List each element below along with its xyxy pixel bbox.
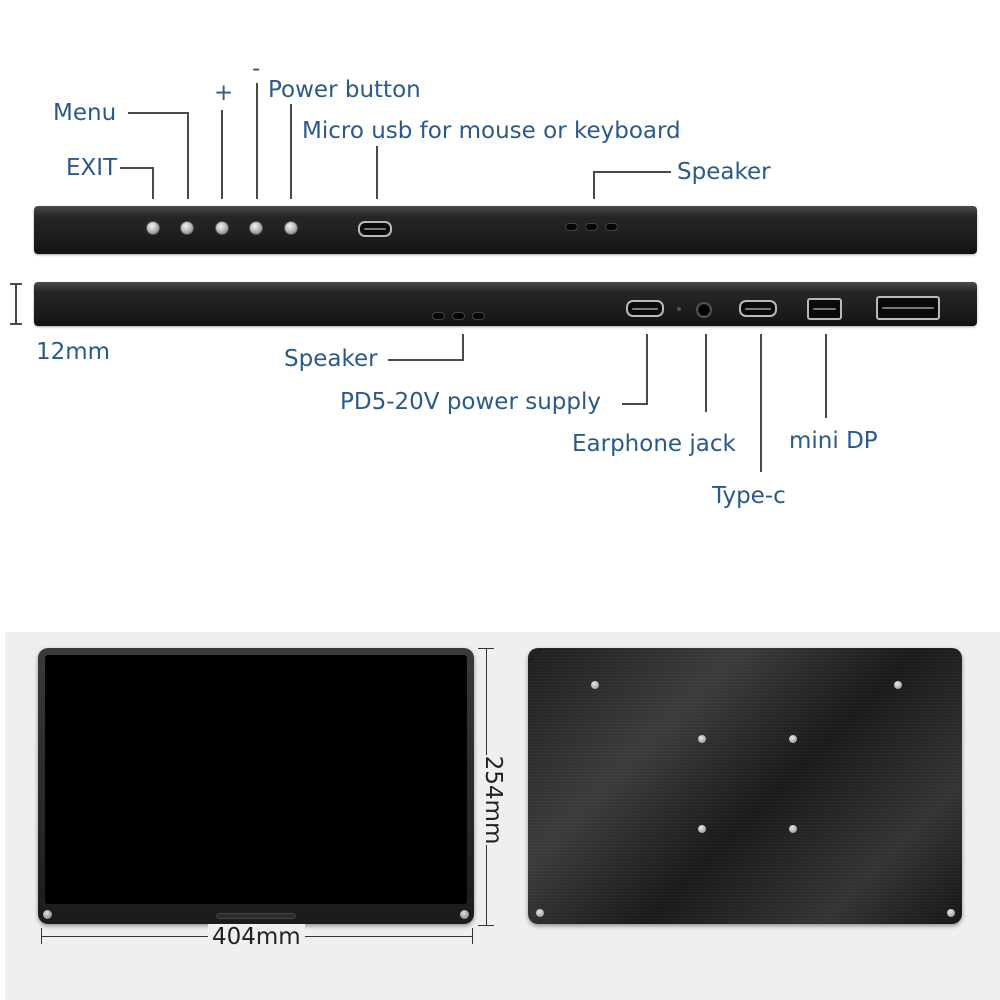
thickness-marker-cap (10, 283, 22, 285)
thickness-label: 12mm (36, 339, 111, 365)
width-dimension-label: 404mm (208, 924, 305, 950)
speaker-top-leader-line (593, 171, 671, 173)
hdmi-port-icon (876, 296, 940, 320)
speaker-bottom-leader-line (388, 359, 464, 361)
exit-leader-line (120, 167, 154, 169)
menu-button-icon (180, 221, 194, 235)
monitor-front-view (38, 648, 474, 924)
power-button-label: Power button (268, 77, 421, 103)
minus-label: - (252, 56, 261, 82)
mini-dp-port-icon (807, 298, 842, 320)
pd-power-leader-line (622, 403, 648, 405)
pd-power-label: PD5-20V power supply (340, 389, 601, 415)
top-edge-view (34, 206, 977, 254)
vesa-screw-icon (789, 825, 797, 833)
height-dimension-cap (478, 925, 494, 926)
usb-c-port-icon (739, 300, 777, 317)
vesa-screw-icon (698, 825, 706, 833)
power-button-icon (284, 221, 298, 235)
speaker-top-leader-line (593, 171, 595, 199)
monitor-back-view (528, 648, 962, 924)
speaker-hole-icon (432, 312, 445, 320)
mini-dp-label: mini DP (789, 428, 878, 454)
earphone-jack-icon (696, 302, 712, 318)
width-dimension-cap (472, 928, 473, 944)
menu-leader-line (187, 112, 189, 199)
screw-icon (43, 910, 52, 919)
plus-label: + (214, 80, 234, 106)
menu-leader-line (128, 112, 189, 114)
usb-c-power-port-icon (626, 300, 664, 317)
speaker-hole-icon (585, 223, 598, 231)
screw-icon (894, 681, 902, 689)
screw-icon (536, 909, 544, 917)
bezel-notch (216, 913, 296, 919)
minus-leader-line (256, 83, 258, 199)
screw-icon (591, 681, 599, 689)
micro-usb-label: Micro usb for mouse or keyboard (302, 118, 681, 144)
height-dimension-cap (478, 648, 494, 649)
exit-button-icon (146, 221, 160, 235)
screw-icon (460, 910, 469, 919)
micro-usb-leader-line (376, 146, 378, 199)
speaker-bottom-label: Speaker (284, 346, 378, 372)
speaker-bottom-leader-line (462, 334, 464, 361)
speaker-hole-icon (472, 312, 485, 320)
pd-power-leader-line (646, 334, 648, 405)
vesa-screw-icon (698, 735, 706, 743)
thickness-marker-cap (10, 323, 22, 325)
type-c-label: Type-c (712, 483, 786, 509)
vesa-screw-icon (789, 735, 797, 743)
monitor-screen (45, 655, 467, 904)
plus-leader-line (221, 110, 223, 199)
plus-button-icon (215, 221, 229, 235)
speaker-hole-icon (452, 312, 465, 320)
screw-icon (947, 909, 955, 917)
minus-button-icon (249, 221, 263, 235)
width-dimension-cap (41, 928, 42, 944)
speaker-top-label: Speaker (677, 159, 771, 185)
micro-usb-port-icon (358, 221, 392, 237)
speaker-hole-icon (565, 223, 578, 231)
earphone-jack-label: Earphone jack (572, 431, 736, 457)
thickness-marker-line (15, 283, 17, 325)
exit-leader-line (152, 167, 154, 199)
power-leader-line (290, 104, 292, 199)
menu-label: Menu (53, 100, 117, 126)
exit-label: EXIT (66, 155, 118, 181)
earphone-leader-line (705, 334, 707, 412)
mini-dp-leader-line (825, 334, 827, 418)
height-dimension-label: 254mm (479, 755, 507, 845)
bottom-edge-view (34, 282, 977, 326)
indicator-light-icon (677, 307, 681, 311)
type-c-leader-line (760, 334, 762, 472)
speaker-hole-icon (605, 223, 618, 231)
